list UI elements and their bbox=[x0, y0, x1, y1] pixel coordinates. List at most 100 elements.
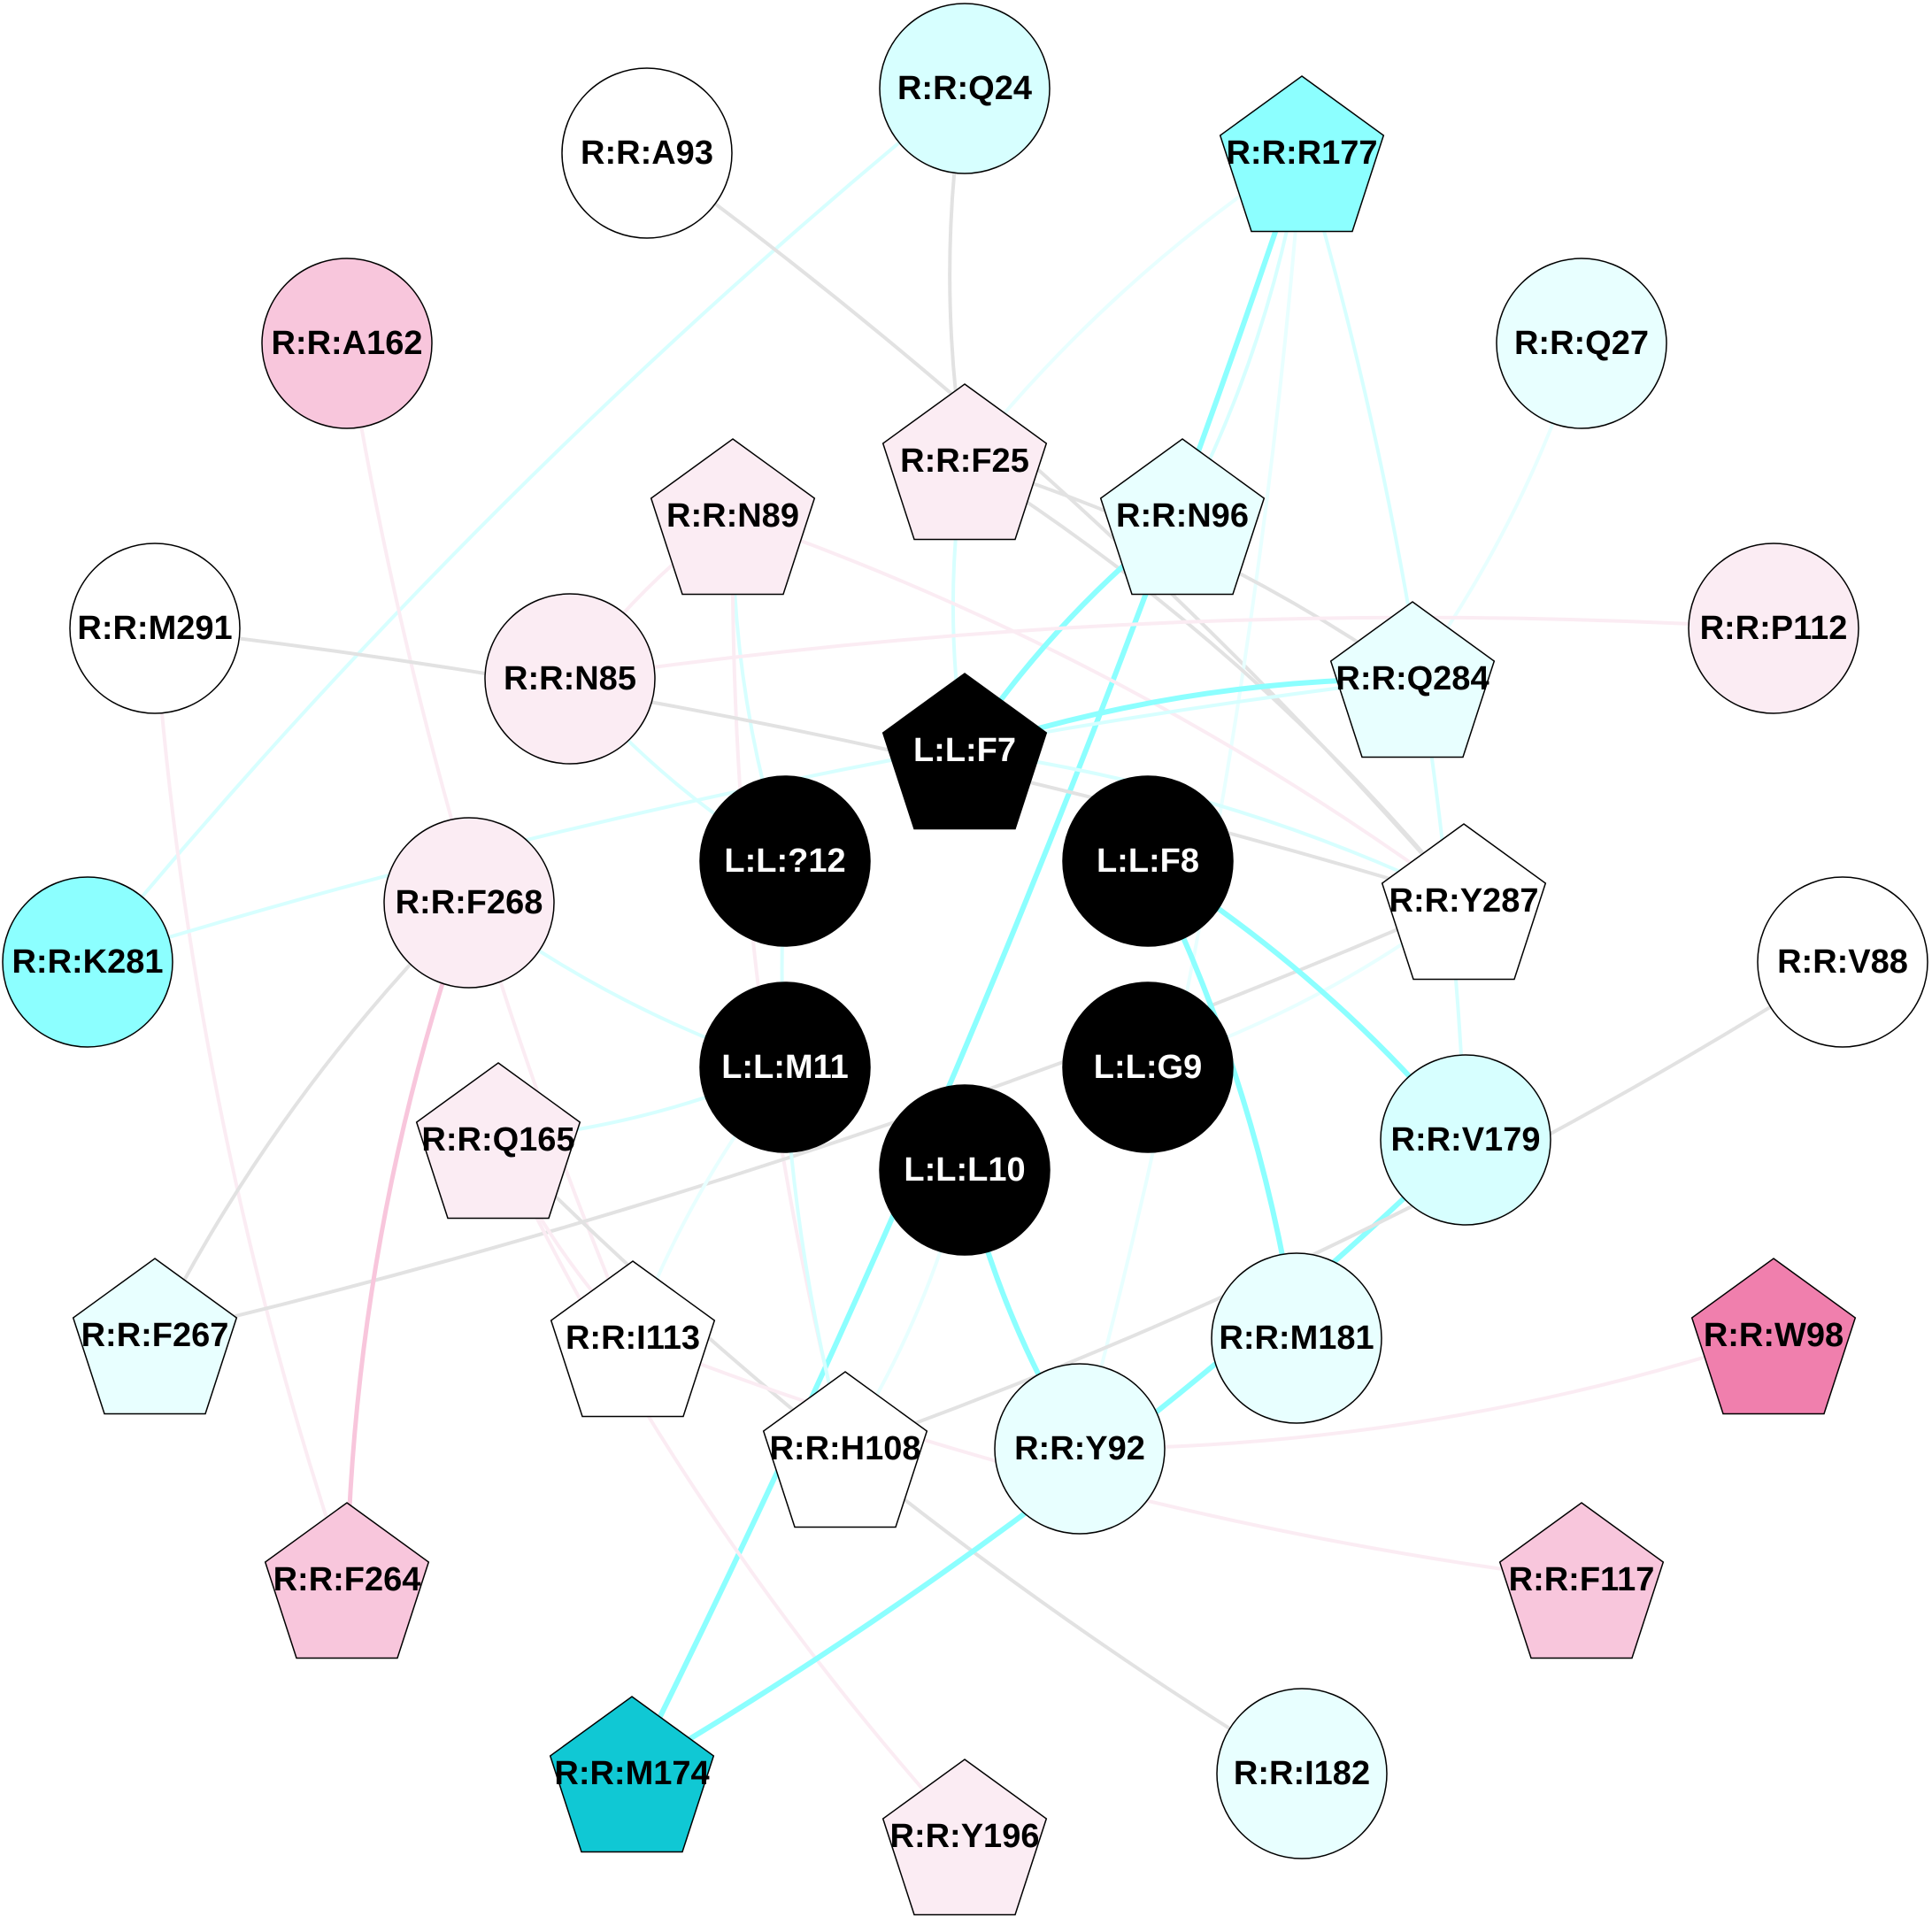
node-label: L:L:G9 bbox=[1094, 1049, 1202, 1086]
node-q284[interactable]: R:R:Q284 bbox=[1329, 601, 1496, 758]
node-label: R:R:I113 bbox=[566, 1320, 700, 1357]
node-f267[interactable]: R:R:F267 bbox=[72, 1258, 238, 1415]
node-m181[interactable]: R:R:M181 bbox=[1211, 1252, 1382, 1424]
node-label: R:R:Q27 bbox=[1514, 325, 1649, 362]
edge-m291-y287 bbox=[154, 627, 1465, 903]
edge-q165-y196 bbox=[496, 1139, 966, 1838]
node-label: R:R:F117 bbox=[1509, 1561, 1655, 1598]
node-lg9[interactable]: L:L:G9 bbox=[1062, 981, 1234, 1153]
node-label: R:R:Q284 bbox=[1335, 660, 1489, 697]
edge-m291-f264 bbox=[153, 627, 349, 1581]
node-n85[interactable]: R:R:N85 bbox=[484, 593, 656, 765]
node-label: R:R:F267 bbox=[81, 1317, 229, 1354]
node-q27[interactable]: R:R:Q27 bbox=[1496, 258, 1667, 429]
node-label: R:R:M174 bbox=[554, 1755, 709, 1792]
node-label: R:R:F264 bbox=[273, 1561, 421, 1598]
node-pentagon-shape bbox=[1381, 823, 1547, 981]
edge-f25-y287 bbox=[963, 459, 1466, 903]
edge-r177-m174 bbox=[629, 152, 1305, 1775]
node-a162[interactable]: R:R:A162 bbox=[261, 258, 433, 429]
node-label: R:R:Y287 bbox=[1389, 882, 1539, 920]
node-l12[interactable]: L:L:?12 bbox=[699, 775, 871, 947]
node-label: L:L:M11 bbox=[721, 1049, 849, 1086]
node-f268[interactable]: R:R:F268 bbox=[383, 817, 555, 989]
node-q165[interactable]: R:R:Q165 bbox=[415, 1062, 581, 1220]
edge-l12-h108 bbox=[780, 860, 847, 1450]
node-w98[interactable]: R:R:W98 bbox=[1690, 1258, 1857, 1415]
node-label: R:R:V179 bbox=[1391, 1121, 1541, 1158]
node-pentagon-shape bbox=[1099, 438, 1266, 596]
node-q24[interactable]: R:R:Q24 bbox=[879, 3, 1051, 174]
node-pentagon-shape bbox=[881, 1759, 1048, 1916]
node-lf8[interactable]: L:L:F8 bbox=[1062, 775, 1234, 947]
node-circle-shape bbox=[699, 981, 871, 1153]
node-pentagon-shape bbox=[762, 1371, 928, 1528]
node-circle-shape bbox=[879, 3, 1051, 174]
node-n96[interactable]: R:R:N96 bbox=[1099, 438, 1266, 596]
edge-f268-f264 bbox=[344, 902, 472, 1581]
node-label: R:R:M291 bbox=[77, 610, 232, 647]
node-label: R:R:N85 bbox=[504, 660, 636, 697]
node-pentagon-shape bbox=[1498, 1502, 1665, 1659]
node-circle-shape bbox=[561, 67, 733, 239]
node-circle-shape bbox=[879, 1084, 1051, 1256]
node-y287[interactable]: R:R:Y287 bbox=[1381, 823, 1547, 981]
node-n89[interactable]: R:R:N89 bbox=[650, 438, 816, 596]
node-r177[interactable]: R:R:R177 bbox=[1219, 75, 1385, 233]
node-pentagon-shape bbox=[881, 383, 1048, 541]
node-i182[interactable]: R:R:I182 bbox=[1216, 1688, 1388, 1859]
node-a93[interactable]: R:R:A93 bbox=[561, 67, 733, 239]
node-circle-shape bbox=[1211, 1252, 1382, 1424]
node-label: L:L:F8 bbox=[1097, 843, 1199, 880]
node-h108[interactable]: R:R:H108 bbox=[762, 1371, 928, 1528]
node-layer: L:L:F7L:L:F8L:L:G9L:L:L10L:L:M11L:L:?12R… bbox=[2, 3, 1928, 1916]
node-v179[interactable]: R:R:V179 bbox=[1380, 1054, 1551, 1226]
node-f25[interactable]: R:R:F25 bbox=[881, 383, 1048, 541]
node-pentagon-shape bbox=[1690, 1258, 1857, 1415]
node-circle-shape bbox=[1062, 775, 1234, 947]
node-f264[interactable]: R:R:F264 bbox=[264, 1502, 430, 1659]
node-label: L:L:?12 bbox=[724, 843, 845, 880]
node-f117[interactable]: R:R:F117 bbox=[1498, 1502, 1665, 1659]
node-circle-shape bbox=[1216, 1688, 1388, 1859]
node-label: R:R:F25 bbox=[900, 443, 1029, 480]
node-y92[interactable]: R:R:Y92 bbox=[994, 1363, 1166, 1535]
node-circle-shape bbox=[261, 258, 433, 429]
node-lm11[interactable]: L:L:M11 bbox=[699, 981, 871, 1153]
node-circle-shape bbox=[699, 775, 871, 947]
edge-n85-p112 bbox=[569, 615, 1774, 681]
node-i113[interactable]: R:R:I113 bbox=[550, 1260, 716, 1418]
node-ll10[interactable]: L:L:L10 bbox=[879, 1084, 1051, 1256]
node-label: R:R:N89 bbox=[666, 497, 799, 535]
node-pentagon-shape bbox=[72, 1258, 238, 1415]
node-circle-shape bbox=[484, 593, 656, 765]
edge-n89-y287 bbox=[732, 514, 1466, 903]
node-label: R:R:Y196 bbox=[890, 1818, 1040, 1855]
node-label: R:R:A162 bbox=[271, 325, 422, 362]
node-label: L:L:L10 bbox=[904, 1151, 1025, 1189]
node-label: R:R:Y92 bbox=[1014, 1430, 1145, 1467]
node-k281[interactable]: R:R:K281 bbox=[2, 876, 173, 1048]
node-label: L:L:F7 bbox=[913, 732, 1016, 769]
node-label: R:R:Q165 bbox=[421, 1121, 574, 1158]
edge-w98-y92 bbox=[1079, 1334, 1774, 1451]
node-label: R:R:W98 bbox=[1704, 1317, 1843, 1354]
edge-q24-k281 bbox=[86, 87, 966, 964]
node-circle-shape bbox=[383, 817, 555, 989]
node-circle-shape bbox=[1757, 876, 1928, 1048]
node-label: R:R:M181 bbox=[1219, 1320, 1374, 1357]
node-v88[interactable]: R:R:V88 bbox=[1757, 876, 1928, 1048]
node-circle-shape bbox=[994, 1363, 1166, 1535]
node-label: R:R:H108 bbox=[769, 1430, 920, 1467]
node-circle-shape bbox=[1380, 1054, 1551, 1226]
node-lf7[interactable]: L:L:F7 bbox=[881, 673, 1048, 830]
node-pentagon-shape bbox=[550, 1260, 716, 1418]
node-m174[interactable]: R:R:M174 bbox=[549, 1696, 715, 1853]
node-label: R:R:K281 bbox=[12, 943, 163, 981]
node-p112[interactable]: R:R:P112 bbox=[1688, 543, 1859, 714]
node-label: R:R:V88 bbox=[1777, 943, 1908, 981]
edge-y287-f267 bbox=[154, 899, 1465, 1337]
node-m291[interactable]: R:R:M291 bbox=[69, 543, 241, 714]
node-y196[interactable]: R:R:Y196 bbox=[881, 1759, 1048, 1916]
